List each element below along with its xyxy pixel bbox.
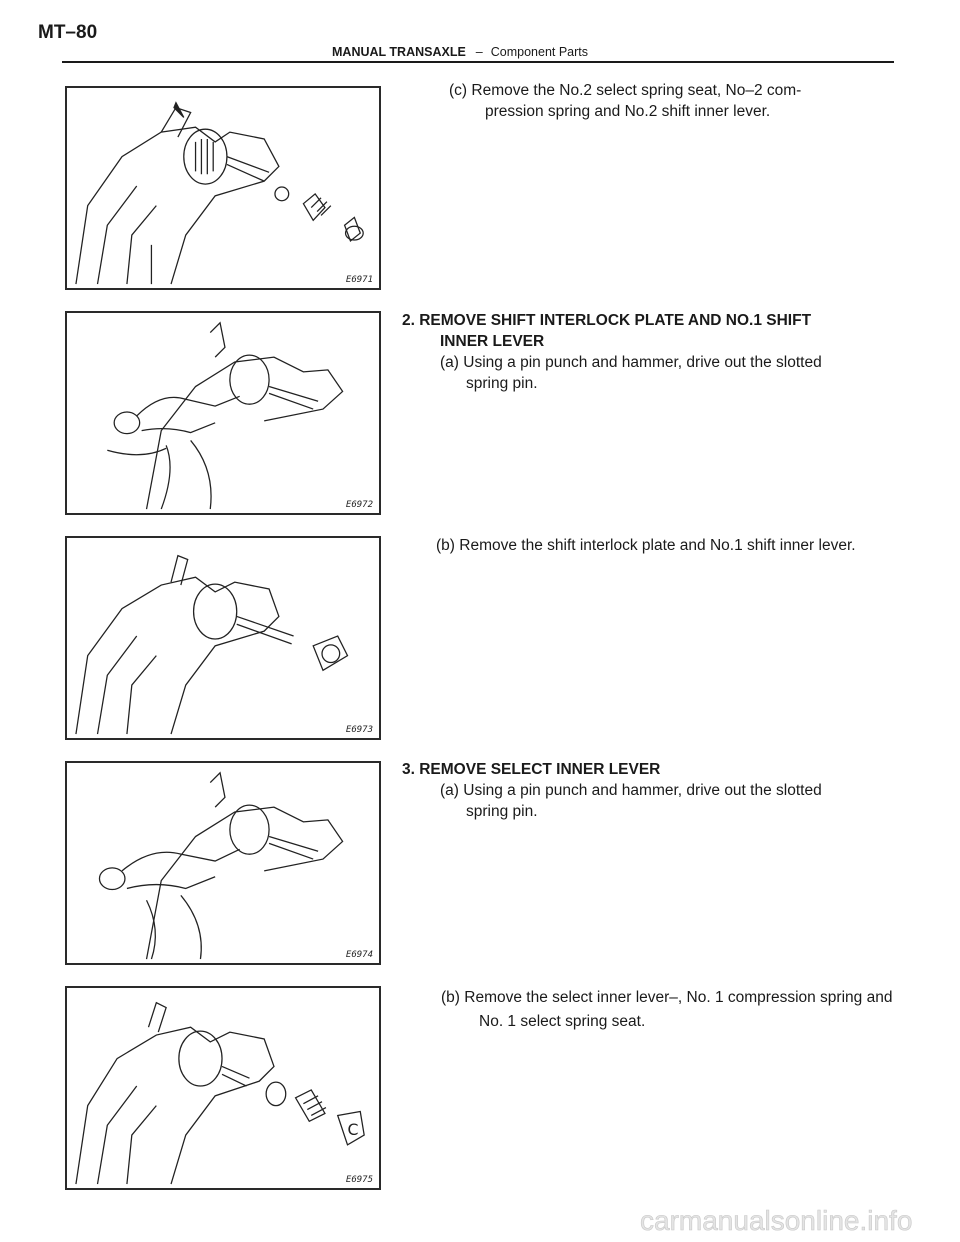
step-3a-line-1: (a) Using a pin punch and hammer, drive … bbox=[440, 782, 822, 799]
header-separator: – bbox=[475, 45, 483, 59]
spring-seat-removal-illustration: C bbox=[75, 1001, 365, 1185]
step-3-text: 3. REMOVE SELECT INNER LEVER (a) Using a… bbox=[402, 759, 822, 822]
step-2-heading-line-2: INNER LEVER bbox=[440, 333, 545, 350]
step-2b-line-1: (b) Remove the shift interlock plate and… bbox=[436, 537, 856, 554]
step-2-text: 2. REMOVE SHIFT INTERLOCK PLATE AND NO.1… bbox=[402, 310, 822, 394]
step-2a-line-2: spring pin. bbox=[466, 375, 538, 392]
header-rule bbox=[62, 61, 894, 63]
figure-code: E6975 bbox=[345, 1175, 373, 1185]
c-clip-letter-icon: C bbox=[348, 1120, 359, 1139]
figure-code: E6973 bbox=[345, 725, 373, 735]
step-1c-text: (c) Remove the No.2 select spring seat, … bbox=[449, 80, 801, 122]
watermark-text: carmanualsonline.info bbox=[640, 1205, 912, 1236]
figure-code: E6974 bbox=[345, 950, 373, 960]
figure-e6972: E6972 bbox=[65, 311, 381, 515]
step-3a-line-2: spring pin. bbox=[466, 803, 538, 820]
interlock-plate-removal-illustration bbox=[75, 554, 349, 735]
step-2-heading-line-1: 2. REMOVE SHIFT INTERLOCK PLATE AND NO.1… bbox=[402, 312, 812, 329]
step-2b-text: (b) Remove the shift interlock plate and… bbox=[436, 535, 856, 556]
figure-code: E6971 bbox=[345, 275, 373, 285]
step-1c-line-1: (c) Remove the No.2 select spring seat, … bbox=[449, 82, 802, 99]
step-3b-line-1: (b) Remove the select inner lever–, No. … bbox=[441, 989, 893, 1006]
figure-e6973: E6973 bbox=[65, 536, 381, 740]
step-2a-line-1: (a) Using a pin punch and hammer, drive … bbox=[440, 354, 822, 371]
watermark: carmanualsonline.info bbox=[640, 1205, 913, 1237]
step-3-heading-line-1: 3. REMOVE SELECT INNER LEVER bbox=[402, 761, 661, 778]
section-title: MANUAL TRANSAXLE bbox=[332, 45, 466, 59]
transaxle-exploded-illustration bbox=[75, 101, 364, 285]
running-header: MANUAL TRANSAXLE–Component Parts bbox=[332, 45, 588, 59]
figure-e6975: C E6975 bbox=[65, 986, 381, 1190]
pin-punch-hammer-illustration bbox=[107, 321, 344, 510]
figure-code: E6972 bbox=[345, 500, 373, 510]
figure-e6971: E6971 bbox=[65, 86, 381, 290]
page-number: MT–80 bbox=[38, 22, 98, 43]
subsection-title: Component Parts bbox=[490, 45, 589, 59]
step-3b-line-2: No. 1 select spring seat. bbox=[479, 1013, 646, 1030]
step-3b-text: (b) Remove the select inner lever–, No. … bbox=[441, 986, 892, 1034]
step-1c-line-2: pression spring and No.2 shift inner lev… bbox=[485, 103, 771, 120]
figure-e6974: E6974 bbox=[65, 761, 381, 965]
pin-punch-hammer-illustration bbox=[98, 771, 344, 960]
